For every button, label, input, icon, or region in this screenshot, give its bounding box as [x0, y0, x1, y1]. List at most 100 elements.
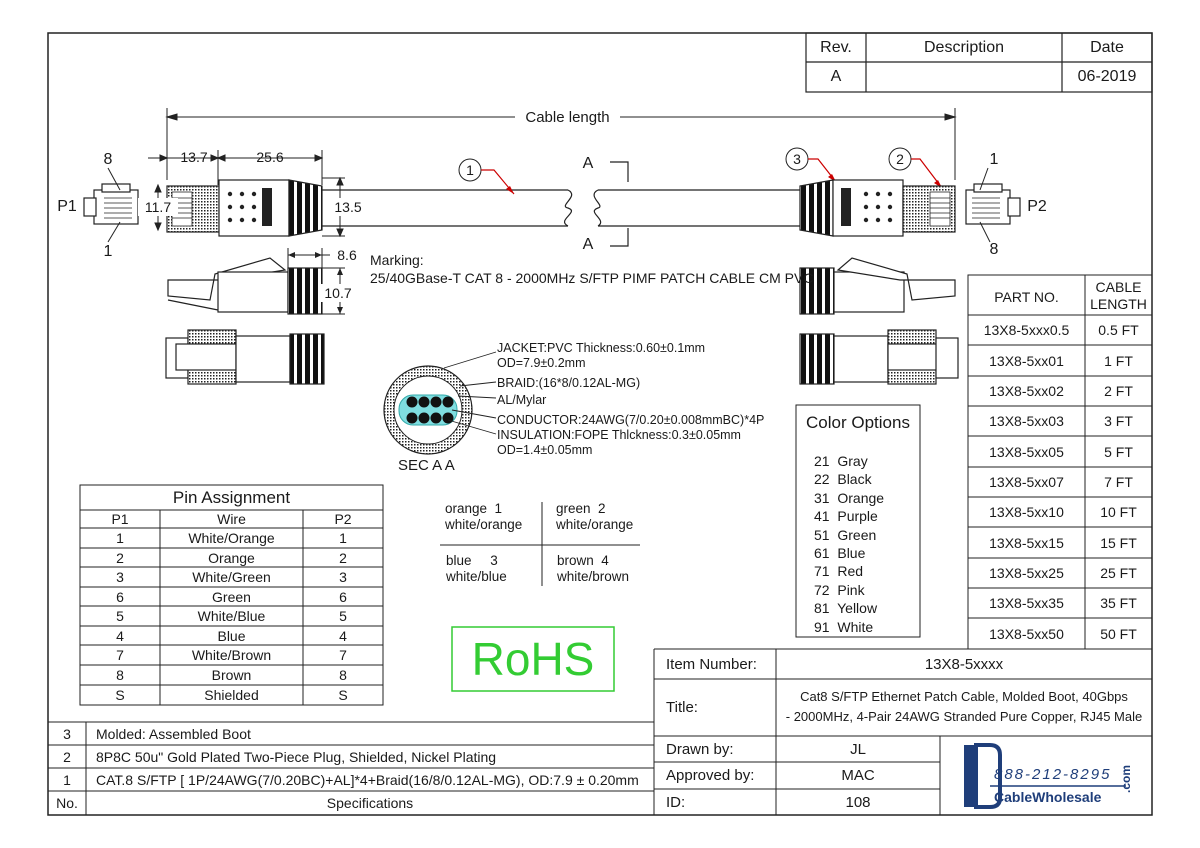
cable-length-label: Cable length — [515, 106, 620, 128]
pin-p1-row-5: 5 — [116, 608, 124, 624]
pin-p1-row-1: 1 — [116, 530, 124, 546]
color-option-8: 72 Pink — [814, 581, 865, 598]
callout-3: 3 — [793, 151, 801, 167]
part-number-row-1: 13X8-5xxx0.5 — [983, 322, 1070, 338]
description-value — [866, 62, 1062, 92]
pin-p2-row-1: 1 — [339, 530, 347, 546]
part-number-row-4: 13X8-5xx03 — [989, 413, 1064, 429]
section-label-braid: BRAID:(16*8/0.12AL-MG) — [497, 375, 641, 390]
title-line-1: Cat8 S/FTP Ethernet Patch Cable, Molded … — [800, 688, 1128, 704]
color-option-1: 21 Gray — [814, 453, 868, 469]
pin-p1-row-4: 6 — [116, 588, 124, 605]
p1-front-view — [83, 167, 139, 243]
right-profile-top-view — [799, 257, 956, 315]
pin-wire-row-5: White/Blue — [197, 608, 266, 624]
date-header: Date — [1090, 38, 1124, 56]
pin-assignment-table-lines — [79, 484, 384, 706]
spec-footer-title: Specifications — [326, 795, 414, 811]
section-aa-label: SEC A A — [398, 456, 455, 474]
date-value: 06-2019 — [1077, 68, 1137, 85]
pin-p1-row-6: 4 — [116, 627, 124, 644]
logo-dotcom: .com — [1119, 765, 1133, 794]
section-label-jacket: JACKET:PVC Thickness:0.60±0.1mm — [497, 340, 706, 355]
drawn-by-value: JL — [850, 740, 866, 758]
rev-value: A — [830, 68, 842, 85]
pin-wire-row-8: Brown — [211, 667, 252, 683]
p2-pin1-label: 1 — [989, 151, 999, 168]
dim-8-6: 8.6 — [337, 247, 357, 263]
title-label: Title: — [666, 699, 698, 716]
pair-4-color: brown 4 — [557, 552, 609, 568]
spec-text-2: 8P8C 50u" Gold Plated Two-Piece Plug, Sh… — [96, 748, 497, 765]
right-profile-bottom-view — [799, 329, 959, 385]
color-option-2: 22 Black — [814, 471, 872, 488]
color-option-7: 71 Red — [814, 563, 864, 580]
pin-header-p2: P2 — [334, 511, 352, 527]
pin-p1-row-2: 2 — [116, 549, 124, 566]
color-option-9: 81 Yellow — [814, 600, 878, 617]
part-number-row-3: 13X8-5xx02 — [989, 383, 1064, 399]
color-option-10: 91 White — [814, 618, 874, 635]
section-label-jacket-od: OD=7.9±0.2mm — [497, 355, 586, 370]
pair-3-color: blue 3 — [446, 552, 498, 568]
marking-title: Marking: — [370, 252, 424, 268]
cable-length-row-11: 50 FT — [1100, 625, 1137, 642]
pair-2-stripe: white/orange — [556, 516, 634, 532]
color-option-5: 51 Green — [814, 526, 877, 543]
id-label: ID: — [666, 793, 686, 811]
part-number-row-5: 13X8-5xx05 — [989, 443, 1064, 460]
approved-by-label: Approved by: — [666, 767, 755, 784]
color-option-4: 41 Purple — [814, 508, 878, 525]
title-block-lines — [653, 648, 1152, 815]
pin-p2-row-5: 5 — [339, 608, 347, 624]
specifications-table-lines — [48, 721, 654, 815]
pin-wire-row-1: White/Orange — [188, 530, 275, 546]
p2-side-connector — [799, 179, 956, 237]
p1-label: P1 — [57, 198, 77, 215]
cable-length-row-9: 25 FT — [1100, 565, 1137, 581]
callout-2-leader — [888, 147, 943, 189]
logo-phone: 888-212-8295 — [994, 765, 1112, 783]
pin-p2-row-6: 4 — [339, 627, 347, 644]
pair-3-stripe: white/blue — [446, 568, 507, 584]
rev-header: Rev. — [820, 38, 852, 56]
pair-1-color: orange 1 — [445, 500, 503, 516]
p2-front-view — [965, 167, 1021, 243]
p1-side-connector — [166, 179, 323, 237]
dim-11-7: 11.7 — [138, 198, 178, 216]
id-value: 108 — [845, 793, 871, 811]
spec-no-1: 1 — [63, 771, 71, 788]
p2-pin8-label: 8 — [989, 241, 999, 258]
part-number-row-8: 13X8-5xx15 — [989, 534, 1064, 551]
color-option-6: 61 Blue — [814, 545, 866, 561]
section-label-mylar: AL/Mylar — [497, 392, 547, 407]
pin-wire-row-4: Green — [212, 588, 251, 605]
cable-cross-section — [383, 351, 497, 455]
section-a-top: A — [582, 155, 594, 172]
cable-length-row-1: 0.5 FT — [1098, 322, 1139, 338]
pin-p1-row-9: S — [115, 687, 125, 703]
section-a-bottom: A — [582, 236, 594, 253]
rohs-label: RoHS — [471, 633, 595, 685]
left-profile-top-view — [167, 248, 345, 315]
item-number-label: Item Number: — [666, 655, 757, 673]
section-label-conductor: CONDUCTOR:24AWG(7/0.20±0.008mmBC)*4P — [497, 412, 765, 427]
description-header: Description — [923, 38, 1005, 56]
color-option-3: 31 Orange — [814, 489, 885, 506]
revision-table-lines — [805, 32, 1153, 93]
pin-p2-row-2: 2 — [339, 549, 347, 566]
cable-body — [322, 161, 800, 247]
cable-length-row-10: 35 FT — [1100, 595, 1137, 611]
pair-color-divider — [440, 502, 640, 586]
part-number-row-7: 13X8-5xx10 — [989, 504, 1064, 520]
dim-13-7: 13.7 — [180, 149, 208, 165]
spec-text-1: CAT.8 S/FTP [ 1P/24AWG(7/0.20BC)+AL]*4+B… — [96, 771, 639, 788]
spec-text-3: Molded: Assembled Boot — [96, 725, 251, 742]
pin-wire-row-6: Blue — [217, 627, 246, 644]
spec-no-3: 3 — [63, 725, 71, 742]
dim-13-5: 13.5 — [328, 198, 368, 216]
cable-length-row-5: 5 FT — [1104, 443, 1133, 460]
callout-1: 1 — [466, 162, 474, 178]
cable-length-row-2: 1 FT — [1104, 352, 1133, 369]
section-label-insulation-od: OD=1.4±0.05mm — [497, 442, 593, 457]
